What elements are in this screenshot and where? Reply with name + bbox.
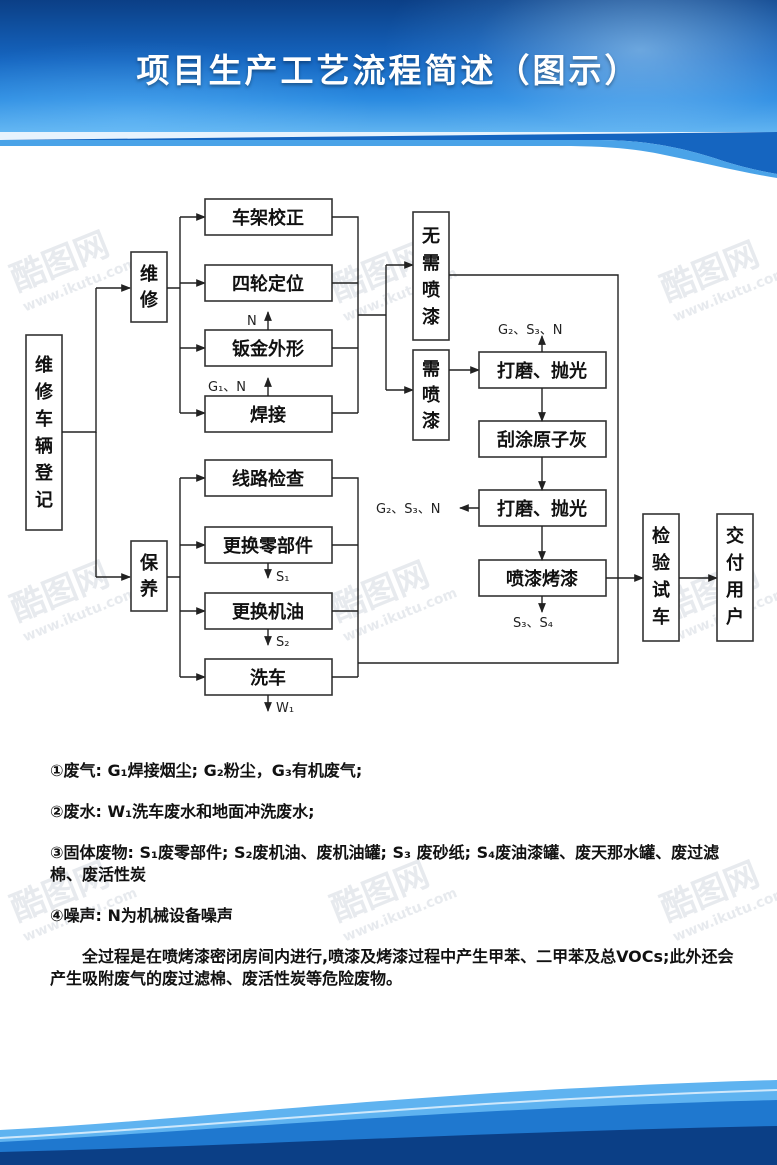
- legend-notes: ①废气: G₁焊接烟尘; G₂粉尘，G₃有机废气; ②废水: W₁洗车废水和地面…: [50, 760, 740, 1009]
- oil-change-label: 更换机油: [232, 601, 304, 623]
- connector: [332, 216, 359, 414]
- connector: [449, 274, 619, 578]
- maintain-label: 养: [139, 578, 159, 600]
- deliver-label: 付: [726, 552, 744, 574]
- svg-text:修: 修: [34, 381, 54, 403]
- spray-bake-label: 喷漆烤漆: [506, 568, 578, 590]
- footer-wave: [0, 1080, 777, 1165]
- deliver-label: 交: [726, 525, 744, 547]
- wheel-alignment-label: 四轮定位: [232, 273, 304, 295]
- inspect-label: 车: [652, 606, 670, 628]
- svg-text:车: 车: [35, 408, 53, 430]
- maintain-box: [130, 540, 168, 612]
- welding-emission: G₁、N: [208, 380, 246, 395]
- process-flow-diagram: 维 修 车 辆 登 记 维 修 保 养 车架校正 四轮定位 钣金外形 焊接 N …: [25, 198, 754, 716]
- svg-text:记: 记: [35, 490, 53, 511]
- header-glow: [380, 0, 777, 132]
- no-paint-box: [412, 211, 450, 341]
- connector: [358, 578, 619, 664]
- putty-box: [478, 420, 607, 458]
- page-title: 项目生产工艺流程简述（图示）: [136, 51, 641, 90]
- oil-change-box: [204, 592, 333, 630]
- deliver-label: 用: [726, 580, 744, 601]
- connector: [62, 288, 97, 433]
- welding-box: [204, 395, 333, 433]
- header-band: [0, 132, 777, 178]
- sheet-metal-emission: N: [247, 314, 257, 329]
- inspect-box: [642, 513, 680, 642]
- no-paint-label: 漆: [422, 306, 440, 328]
- note-solid: ③固体废物: S₁废零部件; S₂废机油、废机油罐; S₃ 废砂纸; S₄废油漆…: [50, 843, 720, 884]
- putty-label: 刮涂原子灰: [497, 429, 587, 451]
- sheet-metal-label: 钣金外形: [232, 338, 304, 360]
- svg-text:辆: 辆: [35, 435, 53, 457]
- oil-emission: S₂: [276, 635, 289, 650]
- maintain-label: 保: [139, 552, 159, 574]
- deliver-box: [716, 513, 754, 642]
- grind-polish-box-1: [478, 351, 607, 389]
- repair-label: 修: [139, 289, 159, 311]
- welding-label: 焊接: [250, 404, 286, 426]
- circuit-check-label: 线路检查: [232, 468, 304, 490]
- need-paint-box: [412, 349, 450, 441]
- deliver-label: 户: [726, 606, 744, 628]
- wheel-alignment-box: [204, 264, 333, 302]
- repair-label: 维: [140, 263, 158, 285]
- svg-text:维: 维: [35, 354, 53, 376]
- note-gas: ①废气: G₁焊接烟尘; G₂粉尘，G₃有机废气;: [50, 761, 363, 780]
- connector: [332, 477, 359, 678]
- need-paint-label: 喷: [422, 385, 440, 406]
- register-box: [25, 334, 63, 531]
- spray-emission: S₃、S₄: [513, 616, 553, 631]
- parts-emission: S₁: [276, 570, 289, 585]
- frame-correction-box: [204, 198, 333, 236]
- need-paint-label: 需: [422, 359, 440, 380]
- grind-polish-box-2: [478, 489, 607, 527]
- no-paint-label: 需: [422, 253, 440, 274]
- connector: [167, 217, 181, 413]
- inspect-label: 检: [652, 525, 670, 547]
- car-wash-label: 洗车: [250, 667, 286, 689]
- grind1-emission: G₂、S₃、N: [498, 323, 562, 338]
- wash-emission: W₁: [276, 701, 294, 716]
- register-label: 维 修 车 辆 登 记: [34, 354, 54, 511]
- svg-text:登: 登: [34, 462, 54, 484]
- note-water: ②废水: W₁洗车废水和地面冲洗废水;: [50, 802, 315, 821]
- note-summary: 全过程是在喷烤漆密闭房间内进行,喷漆及烤漆过程中产生甲苯、二甲苯及总VOCs;此…: [50, 947, 734, 988]
- connector: [167, 478, 181, 677]
- replace-parts-label: 更换零部件: [223, 535, 313, 557]
- note-noise: ④噪声: N为机械设备噪声: [50, 906, 233, 925]
- sheet-metal-box: [204, 329, 333, 367]
- grind-polish-label-2: 打磨、抛光: [497, 498, 587, 520]
- no-paint-label: 无: [422, 226, 440, 247]
- grind-polish-label-1: 打磨、抛光: [497, 360, 587, 382]
- inspect-label: 验: [652, 552, 671, 574]
- inspect-label: 试: [652, 579, 670, 601]
- header-banner: 项目生产工艺流程简述（图示）: [0, 0, 777, 132]
- no-paint-label: 喷: [422, 280, 440, 301]
- grind2-emission: G₂、S₃、N: [376, 502, 440, 517]
- repair-box: [130, 251, 168, 323]
- spray-bake-box: [478, 559, 607, 597]
- frame-correction-label: 车架校正: [232, 207, 304, 229]
- need-paint-label: 漆: [422, 410, 440, 432]
